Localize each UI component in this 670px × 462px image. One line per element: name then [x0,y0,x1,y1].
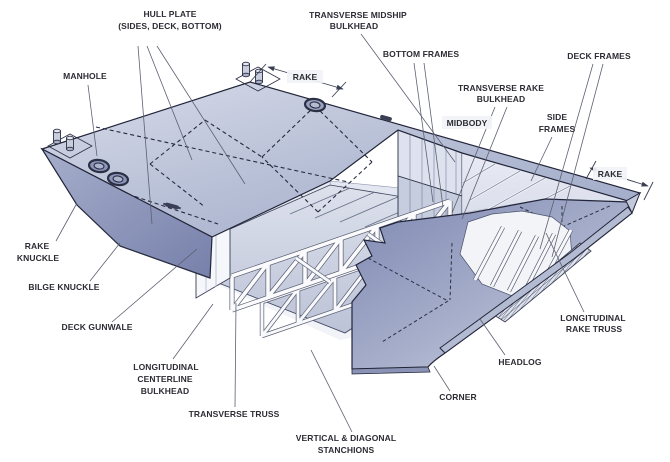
leader-transverse-midship-bulkhead [360,33,456,163]
label-rake-knuckle: RAKE KNUCKLE [17,241,59,263]
svg-text:MANHOLE: MANHOLE [63,71,107,81]
manhole-icon [87,158,111,174]
svg-text:CORNER: CORNER [439,392,476,402]
leader-corner [433,365,451,392]
label-deck-gunwale: DECK GUNWALE [61,322,132,332]
svg-text:SIDE: SIDE [547,112,567,122]
leader-bilge-knuckle [89,242,121,282]
leader-deck-frames-1 [539,63,594,250]
label-side-frames: SIDE FRAMES [539,112,576,134]
label-rake-top: RAKE [287,70,323,83]
svg-text:KNUCKLE: KNUCKLE [17,253,59,263]
svg-text:BULKHEAD: BULKHEAD [330,21,379,31]
deck-fittings [47,61,392,210]
svg-text:BILGE KNUCKLE: BILGE KNUCKLE [28,282,99,292]
svg-text:DECK FRAMES: DECK FRAMES [567,51,631,61]
manhole-icon [106,171,130,187]
bilge-line [119,245,211,279]
label-midbody: MIDBODY [442,116,492,129]
label-bottom-frames: BOTTOM FRAMES [383,49,459,59]
labels: HULL PLATE (SIDES, DECK, BOTTOM) MANHOLE… [17,9,631,455]
svg-text:BULKHEAD: BULKHEAD [141,386,190,396]
bilge-knuckle-line [76,204,121,247]
label-transverse-midship-bulkhead: TRANSVERSE MIDSHIP BULKHEAD [309,10,407,31]
leader-vertical-diagonal-stanchions [310,349,353,433]
leader-side-frames [530,136,553,182]
leader-hull-plate-bottom [156,45,246,185]
svg-text:RAKE: RAKE [25,241,50,251]
svg-text:BULKHEAD: BULKHEAD [477,94,526,104]
leader-bottom-frames-2 [423,62,444,208]
svg-text:DECK GUNWALE: DECK GUNWALE [61,322,132,332]
leader-manhole [87,84,98,157]
manhole-icon [303,97,327,113]
label-bilge-knuckle: BILGE KNUCKLE [28,282,99,292]
svg-text:TRANSVERSE RAKE: TRANSVERSE RAKE [458,83,544,93]
headlog-band [439,206,633,354]
deck-surface [40,81,642,238]
label-hull-plate: HULL PLATE (SIDES, DECK, BOTTOM) [118,9,222,31]
svg-text:RAKE: RAKE [598,169,623,179]
label-deck-frames: DECK FRAMES [567,51,631,61]
svg-text:BOTTOM FRAMES: BOTTOM FRAMES [383,49,459,59]
side-frames [462,162,571,215]
leader-lines [55,33,604,433]
label-corner: CORNER [439,392,476,402]
leader-transverse-rake-bulkhead-2 [461,106,508,220]
cleat-icon [380,114,392,122]
svg-text:TRANSVERSE MIDSHIP: TRANSVERSE MIDSHIP [309,10,407,20]
svg-text:RAKE: RAKE [293,72,318,82]
leader-hull-plate-deck [146,45,193,161]
svg-text:LONGITUDINAL: LONGITUDINAL [560,313,625,323]
svg-text:CENTERLINE: CENTERLINE [137,374,193,384]
rake-bottom-slope [351,198,633,370]
svg-text:MIDBODY: MIDBODY [447,118,488,128]
hull-side-left [40,147,213,279]
label-transverse-rake-bulkhead: TRANSVERSE RAKE BULKHEAD [458,83,544,104]
svg-text:TRANSVERSE TRUSS: TRANSVERSE TRUSS [189,409,280,419]
label-longitudinal-centerline-bulkhead: LONGITUDINAL CENTERLINE BULKHEAD [133,362,198,396]
leader-bottom-frames-1 [413,62,434,203]
leader-rake-knuckle [55,202,78,242]
rake-interior [461,149,629,215]
leader-headlog [479,318,506,356]
label-transverse-truss: TRANSVERSE TRUSS [189,409,280,419]
svg-text:VERTICAL & DIAGONAL: VERTICAL & DIAGONAL [296,433,396,443]
svg-text:(SIDES, DECK, BOTTOM): (SIDES, DECK, BOTTOM) [118,21,222,31]
svg-text:RAKE TRUSS: RAKE TRUSS [566,324,622,334]
cleat-icon [163,202,181,210]
label-headlog: HEADLOG [498,357,541,367]
bitt-icon [47,128,93,159]
label-longitudinal-rake-truss: LONGITUDINAL RAKE TRUSS [560,313,625,334]
leader-longitudinal-centerline-bulkhead [172,303,214,360]
hull-tip-face [625,191,641,215]
leader-longitudinal-rake-truss [545,232,585,313]
svg-text:HEADLOG: HEADLOG [498,357,541,367]
label-vertical-diagonal-stanchions: VERTICAL & DIAGONAL STANCHIONS [296,433,396,455]
leader-deck-gunwale [111,248,198,323]
truss-row-front [229,198,453,313]
label-manhole: MANHOLE [63,71,107,81]
bottom-edge-strip [351,366,431,375]
label-rake-right: RAKE [593,167,627,180]
leader-deck-frames-2 [551,63,604,258]
svg-text:FRAMES: FRAMES [539,124,576,134]
leader-transverse-truss [234,302,237,408]
svg-text:LONGITUDINAL: LONGITUDINAL [133,362,198,372]
leader-hull-plate-side [137,45,153,225]
svg-text:HULL PLATE: HULL PLATE [143,9,196,19]
svg-text:STANCHIONS: STANCHIONS [318,445,375,455]
